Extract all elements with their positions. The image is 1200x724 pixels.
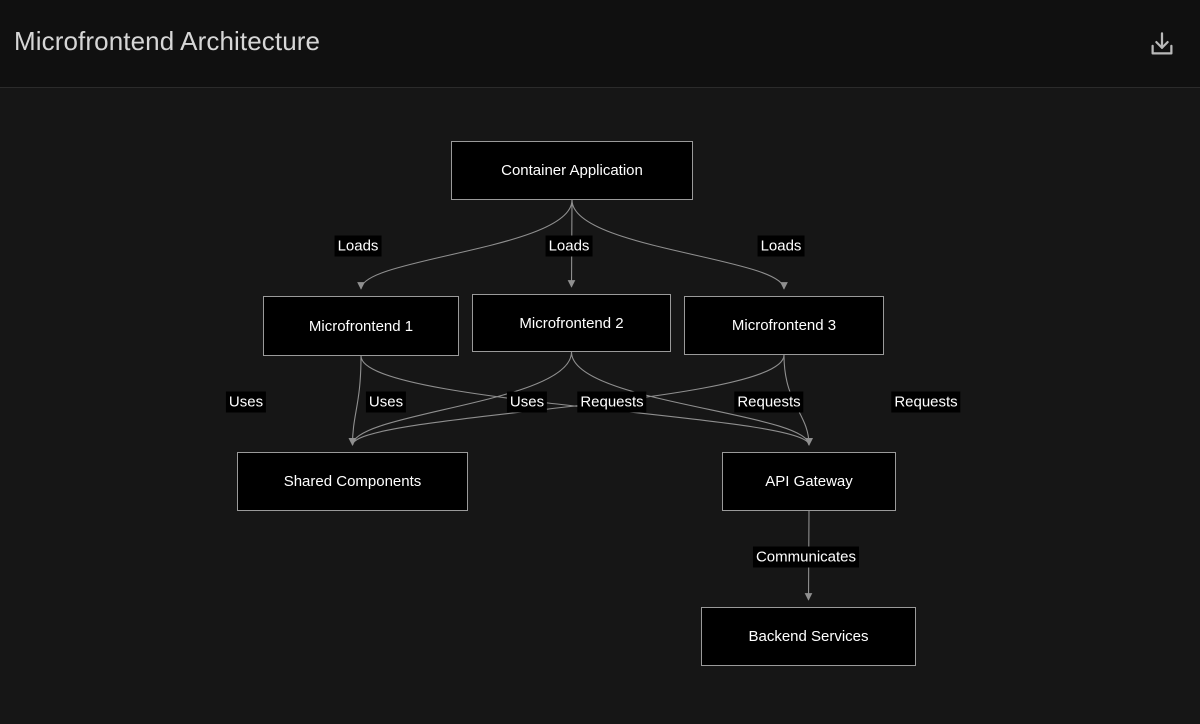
edge-e5 xyxy=(348,351,573,446)
edge-e4 xyxy=(348,355,362,446)
edge-label-e7: Requests xyxy=(577,391,647,413)
node-mf1[interactable]: Microfrontend 1 xyxy=(263,296,459,356)
download-button[interactable] xyxy=(1138,20,1186,68)
edge-e8 xyxy=(570,351,813,446)
node-label: Container Application xyxy=(501,162,643,179)
node-shared[interactable]: Shared Components xyxy=(237,452,468,511)
edge-label-e10: Communicates xyxy=(752,546,860,568)
node-label: API Gateway xyxy=(765,473,853,490)
node-label: Backend Services xyxy=(748,628,869,645)
node-label: Microfrontend 1 xyxy=(308,317,414,335)
edge-label-e5: Uses xyxy=(365,391,407,413)
edge-label-e2: Loads xyxy=(545,235,593,257)
app-header: Microfrontend Architecture xyxy=(0,0,1200,88)
edge-label-e6: Uses xyxy=(506,391,548,413)
node-gateway[interactable]: API Gateway xyxy=(722,452,896,511)
node-mf2[interactable]: Microfrontend 2 xyxy=(472,294,671,352)
edge-label-e1: Loads xyxy=(334,235,382,257)
download-icon xyxy=(1147,29,1177,59)
node-label: Shared Components xyxy=(283,473,422,490)
edge-e3 xyxy=(571,199,788,290)
edge-e6 xyxy=(348,354,785,446)
edge-label-e3: Loads xyxy=(757,235,805,257)
node-container[interactable]: Container Application xyxy=(451,141,693,200)
edge-label-e9: Requests xyxy=(891,391,961,413)
edge-label-e8: Requests xyxy=(734,391,804,413)
node-mf3[interactable]: Microfrontend 3 xyxy=(684,296,884,355)
edge-label-e4: Uses xyxy=(225,391,267,413)
page-title: Microfrontend Architecture xyxy=(14,26,321,56)
node-backend[interactable]: Backend Services xyxy=(701,607,916,666)
node-label: Microfrontend 2 xyxy=(519,314,624,332)
edge-e1 xyxy=(357,199,573,290)
node-label: Microfrontend 3 xyxy=(731,317,837,334)
